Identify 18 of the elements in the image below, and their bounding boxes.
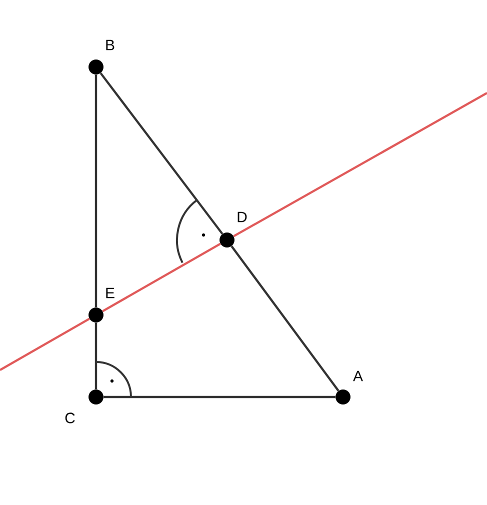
line — [233, 92, 487, 238]
point — [88, 308, 104, 322]
point — [88, 60, 104, 74]
point — [220, 232, 234, 248]
point — [88, 390, 104, 404]
point-label: C — [65, 412, 75, 424]
point-label: A — [353, 370, 363, 382]
segment — [230, 246, 340, 392]
line — [0, 318, 90, 371]
segment — [104, 396, 336, 398]
point — [336, 390, 350, 404]
segment — [94, 322, 98, 390]
line — [102, 242, 221, 312]
segment — [94, 74, 98, 308]
point-label: D — [238, 212, 247, 222]
point-label: B — [106, 40, 114, 50]
point-label: E — [106, 288, 114, 298]
segment — [100, 72, 224, 235]
